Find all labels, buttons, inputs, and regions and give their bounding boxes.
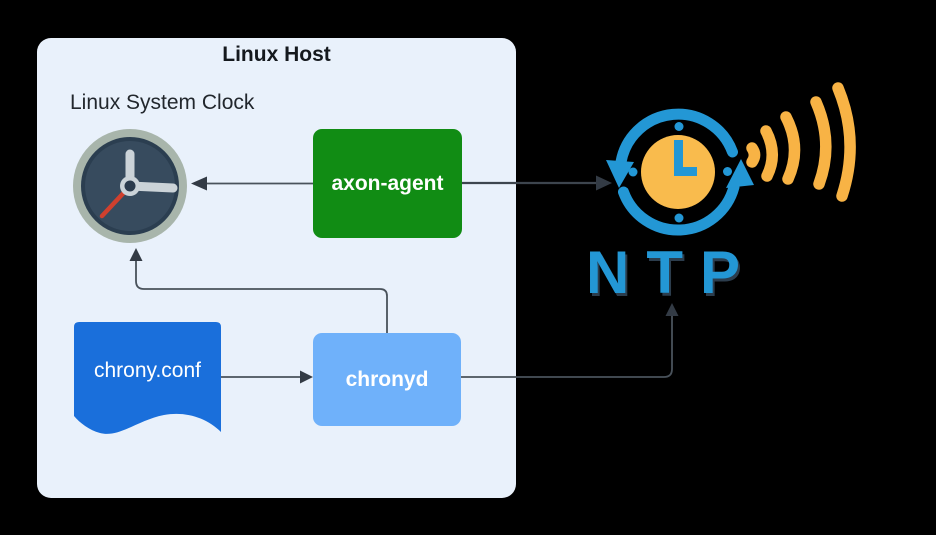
signal-wave-3 <box>780 111 801 185</box>
signal-wave-2 <box>760 125 778 182</box>
signal-wave-4 <box>810 96 832 190</box>
radio-signal-icon <box>746 82 856 202</box>
ntp-wordmark: NTP <box>586 239 757 306</box>
ntp-logo-icon <box>606 82 856 236</box>
linux-system-clock-label: Linux System Clock <box>70 91 255 114</box>
clock-hub-inner <box>124 180 136 192</box>
chronyd-label: chronyd <box>345 367 429 391</box>
sync-arrowhead-down-icon <box>606 160 634 188</box>
chronyd-node: chronyd <box>313 333 461 426</box>
axon-agent-label: axon-agent <box>331 171 444 195</box>
axon-agent-node: axon-agent <box>313 129 462 238</box>
chrony-conf-label: chrony.conf <box>94 359 201 382</box>
chrony-conf-node: chrony.conf <box>74 322 221 440</box>
signal-wave-1 <box>746 142 761 168</box>
sync-ring-bottom-arc <box>618 181 740 236</box>
sync-ring-top-arc <box>615 108 738 168</box>
analog-clock-icon <box>73 129 187 243</box>
signal-wave-5 <box>832 82 856 202</box>
linux-host-title: Linux Host <box>222 43 331 66</box>
document-shape <box>74 322 221 434</box>
ntp-clock-hands <box>674 140 697 176</box>
ntp-clock-tick-dots <box>628 122 732 223</box>
ntp-sync-ring <box>615 108 740 236</box>
sync-arrowhead-up-icon <box>726 159 754 188</box>
config-file-icon <box>74 322 221 434</box>
